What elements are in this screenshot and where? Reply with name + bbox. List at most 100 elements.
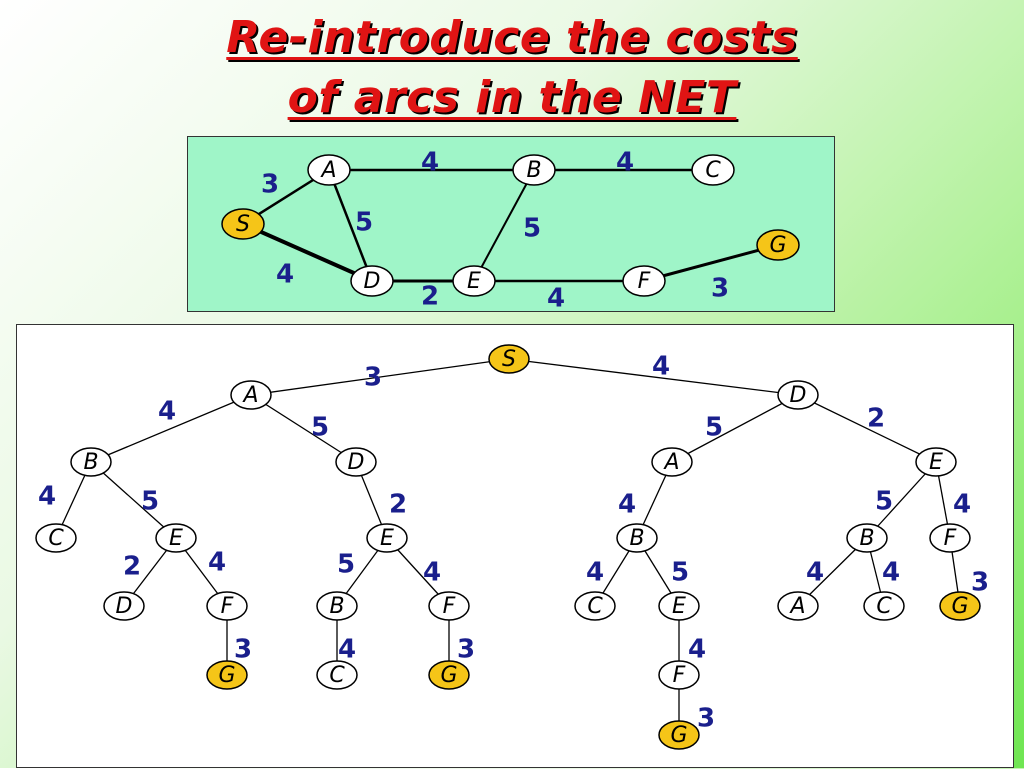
net-edge-s-d (242, 222, 373, 283)
tree-node-label: S (502, 347, 516, 372)
net-edge-a-d (327, 169, 374, 282)
tree-edge-n4-n9 (90, 461, 177, 539)
net-node-label: E (467, 269, 481, 294)
tree-cost-n11-n19: 5 (671, 558, 689, 588)
tree-node-d: D (103, 591, 145, 621)
net-cost-s-d: 4 (276, 260, 294, 290)
tree-node-g: G (428, 660, 470, 690)
tree-node-label: D (116, 594, 133, 619)
tree-edge-n7-n12 (866, 461, 937, 539)
tree-edge-n3-n6 (671, 394, 799, 463)
tree-node-shape (103, 591, 145, 621)
tree-node-shape (230, 380, 272, 410)
net-node-label: F (638, 269, 651, 294)
tree-cost-n3-n6: 5 (705, 413, 723, 443)
net-node-shape (350, 265, 394, 297)
tree-node-label: B (629, 526, 644, 551)
net-node-label: G (769, 233, 786, 258)
tree-node-label: C (587, 594, 603, 619)
tree-node-shape (70, 447, 112, 477)
tree-cost-n19-n26: 4 (688, 635, 706, 665)
tree-edge-n2-n4 (90, 394, 252, 463)
tree-node-a: A (230, 380, 272, 410)
tree-node-label: G (440, 663, 457, 688)
tree-node-shape (658, 720, 700, 750)
tree-edge-n3-n7 (797, 394, 937, 463)
tree-node-f: F (428, 591, 470, 621)
tree-node-label: F (944, 526, 957, 551)
tree-cost-n15-n23: 3 (234, 635, 252, 665)
tree-cost-n11-n18: 4 (586, 558, 604, 588)
tree-cost-n5-n10: 2 (389, 490, 407, 520)
net-node-shape (622, 265, 666, 297)
tree-node-label: D (348, 450, 365, 475)
tree-cost-n7-n12: 5 (875, 487, 893, 517)
tree-node-label: E (672, 594, 686, 619)
tree-node-label: B (329, 594, 344, 619)
tree-edge-n1-n3 (508, 358, 799, 396)
tree-edge-n2-n5 (250, 394, 357, 463)
tree-node-label: C (876, 594, 892, 619)
tree-node-shape (863, 591, 905, 621)
tree-node-shape (206, 591, 248, 621)
tree-edge-n1-n2 (250, 358, 510, 396)
tree-cost-n10-n17: 4 (423, 558, 441, 588)
net-edges (242, 168, 779, 283)
tree-node-shape (777, 591, 819, 621)
net-node-label: B (526, 158, 541, 183)
tree-node-label: G (218, 663, 235, 688)
tree-node-f: F (658, 660, 700, 690)
net-node-label: D (364, 269, 381, 294)
net-cost-a-b: 4 (421, 148, 439, 178)
net-node-shape (756, 229, 800, 261)
net-cost-e-f: 4 (547, 284, 565, 314)
slide-title-line-1: Re-introduce the costs (226, 12, 798, 63)
net-node-label: C (705, 158, 721, 183)
tree-node-label: F (443, 594, 456, 619)
tree-node-label: E (169, 526, 183, 551)
net-node-shape (221, 208, 265, 240)
tree-node-shape (366, 523, 408, 553)
tree-node-shape (939, 591, 981, 621)
tree-node-b: B (846, 523, 888, 553)
tree-node-a: A (777, 591, 819, 621)
tree-node-e: E (366, 523, 408, 553)
tree-node-label: F (673, 663, 686, 688)
tree-node-label: C (48, 526, 64, 551)
tree-node-label: G (951, 594, 968, 619)
tree-node-shape (651, 447, 693, 477)
tree-node-d: D (777, 380, 819, 410)
tree-node-shape (929, 523, 971, 553)
tree-node-g: G (206, 660, 248, 690)
tree-node-g: G (658, 720, 700, 750)
net-cost-d-e: 2 (421, 282, 439, 312)
tree-node-shape (428, 660, 470, 690)
tree-node-shape (316, 660, 358, 690)
tree-node-shape (488, 344, 530, 374)
net-node-b: B (512, 154, 556, 186)
tree-cost-n10-n16: 5 (337, 550, 355, 580)
tree-node-label: B (859, 526, 874, 551)
slide-title-line-2: of arcs in the NET (287, 72, 737, 123)
net-node-shape (452, 265, 496, 297)
tree-node-c: C (35, 523, 77, 553)
tree-node-shape (335, 447, 377, 477)
tree-node-shape (316, 591, 358, 621)
tree-cost-n6-n11: 4 (618, 490, 636, 520)
tree-node-c: C (574, 591, 616, 621)
tree-cost-n16-n24: 4 (338, 635, 356, 665)
tree-node-label: A (662, 450, 679, 475)
net-node-a: A (307, 154, 351, 186)
tree-node-shape (846, 523, 888, 553)
tree-node-shape (35, 523, 77, 553)
tree-cost-n4-n9: 5 (141, 487, 159, 517)
tree-node-b: B (316, 591, 358, 621)
tree-cost-n12-n21: 4 (882, 558, 900, 588)
tree-cost-n3-n7: 2 (867, 404, 885, 434)
tree-node-shape (616, 523, 658, 553)
